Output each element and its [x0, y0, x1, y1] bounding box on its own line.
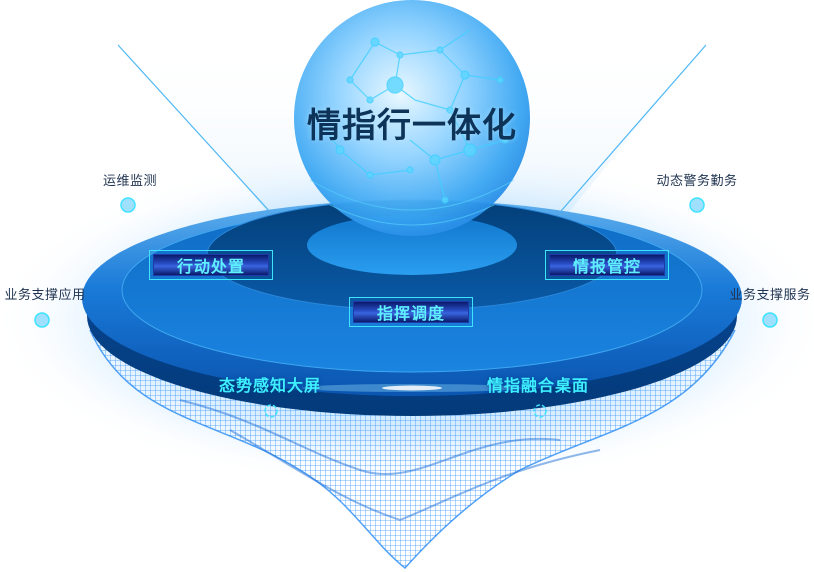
- label-business-support-service: 业务支撑服务: [729, 288, 811, 303]
- situational-awareness-screen-label: 态势感知大屏: [218, 376, 322, 395]
- pin-top-left: [120, 197, 136, 310]
- pin-mid-right: [762, 312, 778, 415]
- intel-command-desktop-label: 情指融合桌面: [486, 376, 590, 395]
- disc-center: [307, 215, 517, 275]
- intel-control-button[interactable]: 情报管控: [545, 250, 669, 280]
- label-business-support-app: 业务支撑应用: [4, 288, 86, 303]
- command-dispatch-button[interactable]: 指挥调度: [349, 297, 473, 327]
- pin-mid-left: [34, 312, 50, 415]
- action-disposal-label: 行动处置: [153, 254, 269, 276]
- pin-lower-right: [533, 404, 547, 510]
- intel-control-label: 情报管控: [549, 254, 665, 276]
- command-dispatch-label: 指挥调度: [353, 301, 469, 323]
- globe-sphere: [294, 0, 530, 236]
- action-disposal-button[interactable]: 行动处置: [149, 250, 273, 280]
- pin-top-right: [689, 197, 705, 310]
- pin-lower-left: [264, 404, 278, 510]
- network-nodes: [319, 29, 509, 204]
- main-title: 情指行一体化: [307, 106, 517, 146]
- label-dynamic-police-duty: 动态警务勤务: [656, 174, 738, 189]
- label-ops-monitoring: 运维监测: [102, 174, 158, 189]
